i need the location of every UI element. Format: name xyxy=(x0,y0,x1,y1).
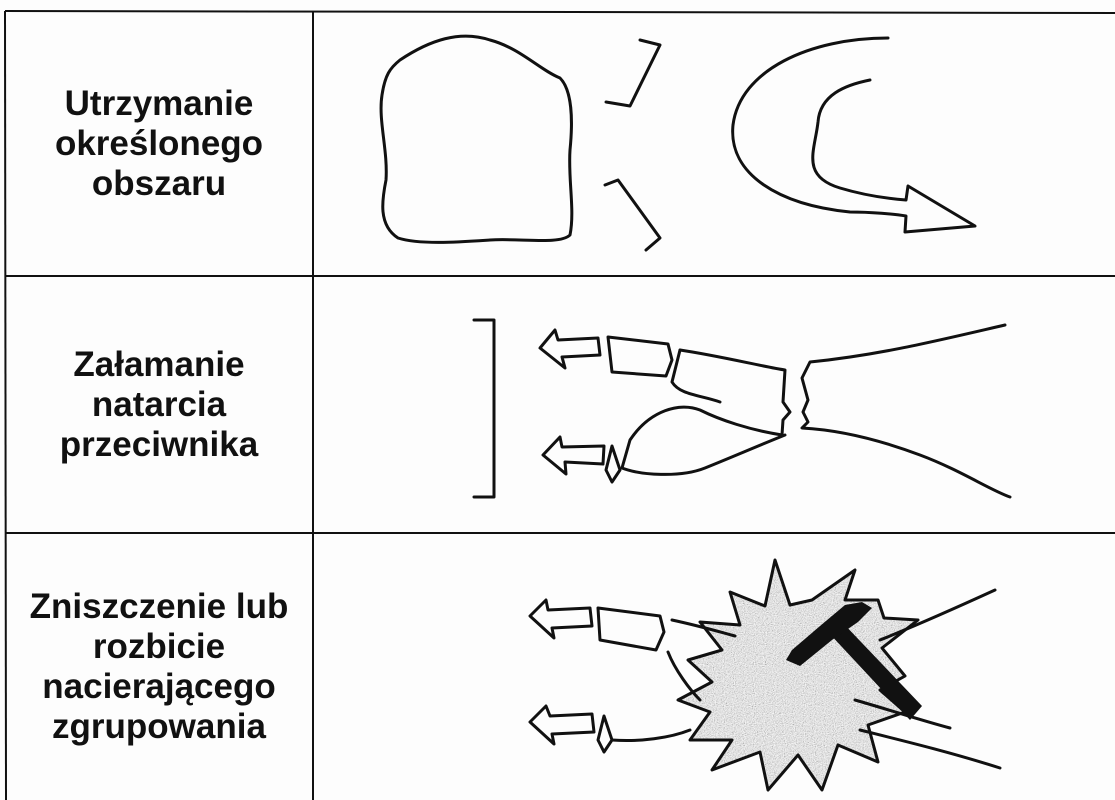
label-line: przeciwnika xyxy=(60,425,258,465)
label-line: natarcia xyxy=(60,385,258,425)
label-line: Utrzymanie xyxy=(55,84,263,124)
row-label-area-hold: Utrzymanie określonego obszaru xyxy=(6,12,312,276)
label-line: Załamanie xyxy=(60,345,258,385)
label-line: obszaru xyxy=(55,164,263,204)
row-label-break-attack: Załamanie natarcia przeciwnika xyxy=(6,278,312,532)
row-label-destroy-attack: Zniszczenie lub rozbicie nacierającego z… xyxy=(6,534,312,800)
label-line: określonego xyxy=(55,124,263,164)
label-line: rozbicie xyxy=(30,627,289,667)
label-line: zgrupowania xyxy=(30,707,289,747)
label-line: nacierającego xyxy=(30,667,289,707)
label-line: Zniszczenie lub xyxy=(30,587,289,627)
